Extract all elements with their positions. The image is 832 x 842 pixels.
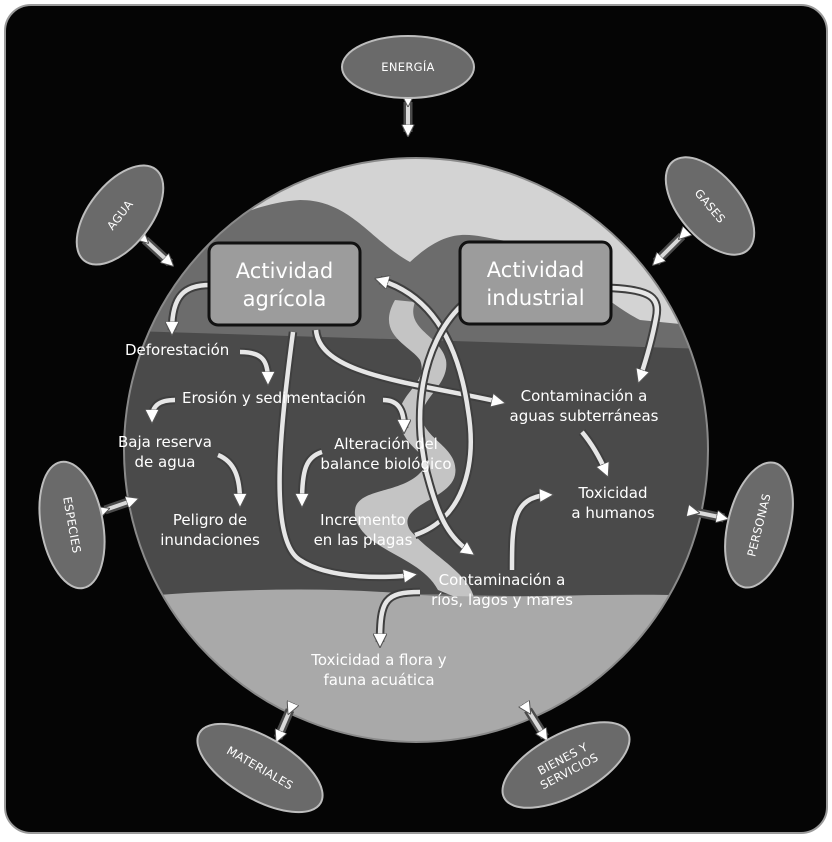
oval-label-energia: ENERGÍA — [381, 59, 434, 74]
arrow-agri-rios — [275, 331, 412, 577]
arrow-erosion-alteracion-body — [382, 397, 404, 428]
double-arrow-core-bienes — [528, 710, 545, 737]
effect-baja-reserva-line: de agua — [135, 453, 196, 471]
arrow-rios-toxicidad-humanos — [507, 495, 548, 571]
double-arrow-core-especies — [105, 500, 134, 510]
effect-toxicidad-flora-line: fauna acuática — [323, 671, 434, 689]
arrow-industrial-subterranea — [611, 283, 662, 378]
arrow-erosion-baja — [152, 395, 176, 418]
effect-peligro-line: inundaciones — [160, 531, 260, 549]
activity-label-agricultural-line: agrícola — [243, 287, 327, 311]
effect-contaminacion-rios-line: Contaminación a — [439, 571, 566, 589]
effect-toxicidad-humanos: Toxicidad a humanos — [571, 484, 654, 522]
effect-toxicidad-flora-line: Toxicidad a flora y — [310, 651, 447, 669]
resource-bienes: BIENES YSERVICIOS — [501, 705, 631, 809]
double-arrow-core-materiales — [278, 710, 290, 738]
river — [354, 300, 475, 605]
arrow-industrial-rios — [415, 301, 470, 552]
arrow-baja-peligro — [216, 451, 240, 502]
oval-personas — [724, 461, 794, 589]
double-arrow-core-gases — [656, 236, 682, 262]
effect-contaminacion-rios-line: ríos, lagos y mares — [431, 591, 573, 609]
effect-alteracion-line: balance biológico — [320, 455, 451, 473]
arrow-baja-peligro-body — [217, 452, 240, 502]
resource-gases: GASES — [649, 156, 756, 271]
oval-energia — [341, 35, 475, 99]
effect-baja-reserva-line: Baja reserva — [118, 433, 212, 451]
effect-contaminacion-rios: Contaminación a ríos, lagos y mares — [431, 571, 573, 609]
arrow-subterranea-toxicidad-body — [580, 430, 606, 472]
effect-incremento-line: en las plagas — [314, 531, 413, 549]
activity-industrial: Actividad industrial — [458, 240, 613, 326]
effect-contaminacion-subterranea-line: aguas subterráneas — [510, 407, 659, 425]
arrow-industrial-subterranea-body — [611, 285, 660, 378]
effect-deforestacion: Deforestación — [125, 341, 229, 359]
activity-label-agricultural: Actividad agrícola — [236, 259, 333, 311]
oval-especies — [38, 460, 106, 590]
oval-label-energia-line: ENERGÍA — [381, 59, 434, 74]
activity-label-agricultural-line: Actividad — [236, 259, 333, 283]
arrow-plagas-agri-body — [380, 280, 473, 538]
resource-layer: ENERGÍA AGUA GASES ESPECIES PERSONAS MATERIAL… — [38, 35, 794, 814]
oval-materiales — [196, 722, 324, 814]
double-arrow-core-personas — [695, 512, 724, 518]
oval-bienes — [501, 721, 631, 809]
effect-contaminacion-subterranea-line: Contaminación a — [521, 387, 648, 405]
activity-layer: Actividad agrícola Actividad industrial — [207, 240, 613, 327]
oval-agua — [75, 164, 165, 266]
effect-toxicidad-flora: Toxicidad a flora y fauna acuática — [310, 651, 447, 689]
arrow-industrial-rios-body — [417, 303, 470, 552]
arrow-subterranea-toxicidad — [578, 429, 610, 472]
effect-contaminacion-subterranea: Contaminación a aguas subterráneas — [510, 387, 659, 425]
arrow-agri-deforestacion — [172, 280, 211, 330]
effect-incremento: Incremento en las plagas — [314, 511, 413, 549]
arrow-deforestacion-erosion-body — [239, 349, 268, 380]
activity-box-agricultural — [207, 241, 362, 327]
plain-dark — [124, 330, 708, 610]
resource-energia: ENERGÍA — [341, 35, 475, 132]
resource-agua: AGUA — [75, 164, 180, 280]
effect-erosion: Erosión y sedimentación — [182, 389, 366, 407]
effect-toxicidad-humanos-line: Toxicidad — [577, 484, 647, 502]
arrow-layer — [152, 280, 662, 642]
effect-baja-reserva: Baja reserva de agua — [118, 433, 212, 471]
effect-alteracion: Alteración del balance biológico — [320, 435, 451, 473]
arrow-agri-rios-body — [277, 331, 412, 577]
arrow-alteracion-incremento — [302, 447, 324, 502]
effect-erosion-line: Erosión y sedimentación — [182, 389, 366, 407]
arrow-plagas-agri — [380, 280, 475, 540]
arrow-rios-toxicidad-humanos-body — [509, 495, 548, 571]
resource-personas: PERSONAS — [695, 461, 794, 589]
double-arrow-core-agua — [145, 240, 170, 263]
arrow-rios-flora-body — [380, 589, 421, 642]
oval-gases — [664, 156, 756, 256]
arrow-erosion-baja-body — [152, 397, 176, 418]
effect-incremento-line: Incremento — [320, 511, 406, 529]
arrow-rios-flora — [380, 587, 421, 642]
activity-label-industrial: Actividad industrial — [486, 258, 584, 310]
activity-label-industrial-line: Actividad — [487, 258, 584, 282]
activity-box-industrial — [458, 240, 613, 326]
effect-toxicidad-humanos-line: a humanos — [571, 504, 654, 522]
effect-deforestacion-line: Deforestación — [125, 341, 229, 359]
effect-peligro: Peligro de inundaciones — [160, 511, 260, 549]
resource-materiales: MATERIALES — [196, 706, 324, 814]
effect-peligro-line: Peligro de — [173, 511, 247, 529]
arrow-erosion-alteracion — [382, 395, 404, 428]
activity-agricultural: Actividad agrícola — [207, 241, 362, 327]
effect-alteracion-line: Alteración del — [334, 435, 438, 453]
resource-especies: ESPECIES — [38, 460, 134, 590]
activity-label-industrial-line: industrial — [486, 286, 584, 310]
arrow-deforestacion-erosion — [239, 347, 268, 380]
arrow-agri-deforestacion-body — [172, 282, 211, 330]
arrow-alteracion-incremento-body — [302, 449, 323, 502]
